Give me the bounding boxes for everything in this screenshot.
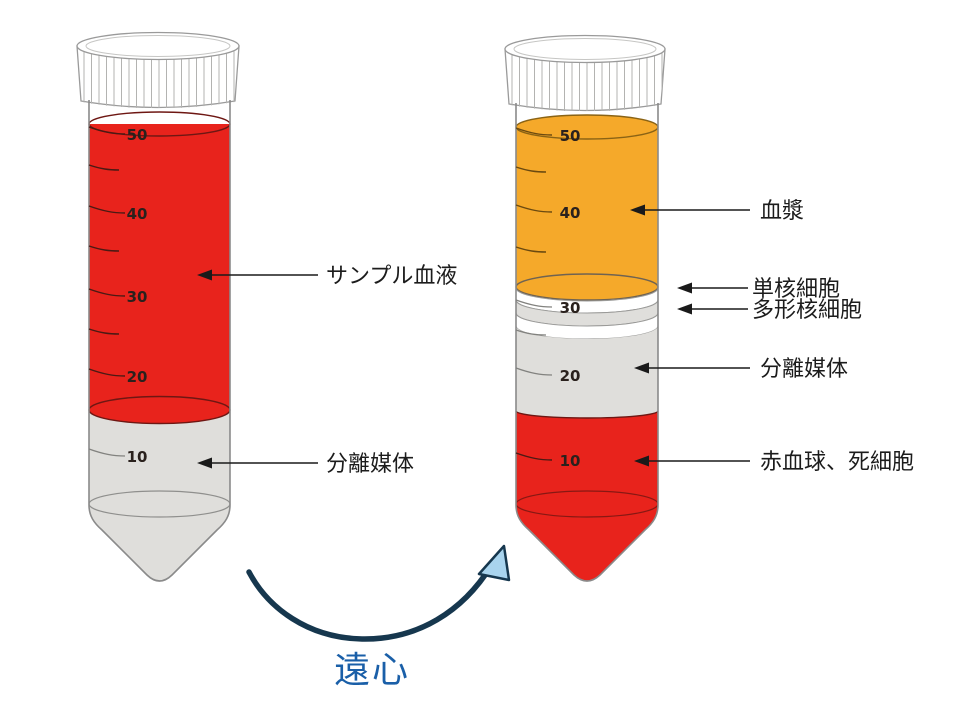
graduation-label: 50 xyxy=(127,126,148,144)
tick-40 xyxy=(88,205,126,214)
graduation-label: 20 xyxy=(127,368,148,386)
tick-20 xyxy=(515,367,553,376)
cap-top-inner xyxy=(85,35,231,57)
tick-35 xyxy=(515,246,547,253)
right-tube-graduations: 50 40 30 20 10 xyxy=(515,127,581,470)
plasma-layer xyxy=(516,127,658,300)
right-tube-outline xyxy=(515,103,659,582)
right-tube-callouts: 血漿 単核細胞 多形核細胞 分離媒体 赤血球、死細胞 xyxy=(630,199,914,475)
right-tube-cap-icon xyxy=(504,34,666,112)
arrowhead-icon xyxy=(634,455,649,467)
left-tube-graduations: 50 40 30 20 10 xyxy=(88,126,148,466)
arrowhead-icon xyxy=(197,269,212,281)
tick-50 xyxy=(515,127,553,136)
graduation-label: 10 xyxy=(560,452,581,470)
tick-40 xyxy=(515,204,553,213)
label-sample-blood: サンプル血液 xyxy=(326,264,457,289)
label-red-blood-cells: 赤血球、死細胞 xyxy=(760,450,914,475)
arrowhead-icon xyxy=(630,204,645,216)
graduation-label: 30 xyxy=(560,299,581,317)
left-tube: 50 40 30 20 10 xyxy=(76,31,240,582)
tick-50 xyxy=(88,126,126,135)
arrowhead-icon xyxy=(634,362,649,374)
left-tube-outline xyxy=(88,100,231,582)
arrowhead-icon xyxy=(677,282,692,294)
label-separation-medium-left: 分離媒体 xyxy=(326,452,414,477)
medium-red-boundary xyxy=(515,410,659,419)
label-mononuclear-cells: 単核細胞 xyxy=(752,277,840,302)
separation-medium-layer-left xyxy=(89,410,230,581)
graduation-label: 40 xyxy=(560,204,581,222)
graduation-label: 10 xyxy=(127,448,148,466)
left-tube-cap-icon xyxy=(76,31,240,109)
tick-10 xyxy=(515,452,553,461)
cap-top xyxy=(504,34,666,64)
label-separation-medium-right: 分離媒体 xyxy=(760,357,848,382)
tick-30 xyxy=(515,299,553,308)
centrifuge-caption: 遠心 xyxy=(334,650,410,691)
centrifuge-arrowhead-icon xyxy=(477,544,511,582)
tick-25 xyxy=(88,328,120,335)
centrifuge-arrow: 遠心 xyxy=(246,544,511,691)
graduation-label: 30 xyxy=(127,288,148,306)
cap-top-inner xyxy=(513,38,657,60)
cap-body xyxy=(76,45,240,109)
graduation-label: 40 xyxy=(127,205,148,223)
tick-45 xyxy=(515,166,547,173)
right-tube: 50 40 30 20 10 xyxy=(504,34,666,582)
arrowhead-icon xyxy=(677,303,692,315)
red-blood-cells-layer xyxy=(516,411,658,581)
tick-25 xyxy=(515,329,547,336)
tick-20 xyxy=(88,368,126,377)
sample-blood-layer xyxy=(89,124,230,424)
centrifuge-curve xyxy=(246,563,494,642)
cap-ribs xyxy=(511,45,663,111)
graduation-label: 20 xyxy=(560,367,581,385)
tick-30 xyxy=(88,288,126,297)
separation-medium-layer-right xyxy=(516,326,658,418)
tick-35 xyxy=(88,245,120,252)
plasma-surface xyxy=(515,114,659,140)
left-tube-callouts: サンプル血液 分離媒体 xyxy=(197,264,457,477)
arrowhead-icon xyxy=(197,457,212,469)
cap-top xyxy=(76,31,240,61)
tick-10 xyxy=(88,448,126,457)
label-plasma: 血漿 xyxy=(760,199,804,224)
graduation-label: 50 xyxy=(560,127,581,145)
label-polymorphonuclear-cells: 多形核細胞 xyxy=(752,298,862,323)
cap-ribs xyxy=(83,42,235,108)
tick-45 xyxy=(88,164,120,171)
